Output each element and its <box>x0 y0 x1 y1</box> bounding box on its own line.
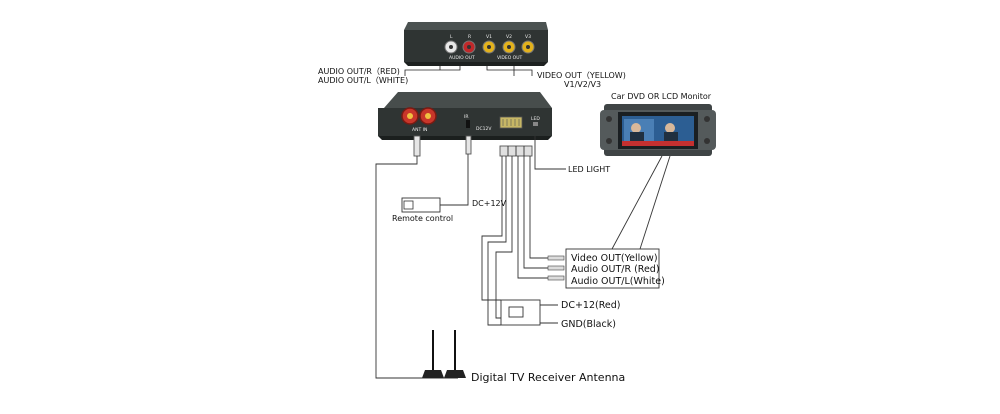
led-light-label: LED LIGHT <box>568 165 610 174</box>
dc12v-label: DC+12V <box>472 199 507 208</box>
led-indicator <box>533 122 538 126</box>
audio-out-red-label: Audio OUT/R (Red) <box>571 264 660 275</box>
tv-receiver-unit: ANT IN IR DC12V LED <box>378 92 552 140</box>
audio-out-group-label: AUDIO OUT <box>449 55 475 61</box>
callout-video-out: VIDEO OUT（YELLOW) <box>537 71 626 80</box>
gnd-black-label: GND(Black) <box>561 319 616 330</box>
ir-port <box>466 120 470 128</box>
ir-label: IR <box>464 114 468 120</box>
video-out-group-label: VIDEO OUT <box>497 55 523 61</box>
ant-in-label: ANT IN <box>412 127 427 133</box>
callout-audio-out-l: AUDIO OUT/L（WHITE) <box>318 76 408 85</box>
antenna-label: Digital TV Receiver Antenna <box>471 371 625 384</box>
car-monitor <box>600 104 716 156</box>
monitor-title: Car DVD OR LCD Monitor <box>611 92 712 101</box>
dc-port-label: DC12V <box>476 126 492 132</box>
remote-control <box>401 197 441 213</box>
video-out-yellow-label: Video OUT(Yellow) <box>571 253 658 264</box>
callout-audio-out-r: AUDIO OUT/R（RED) <box>318 67 400 76</box>
av-output-unit: L R V1 V2 V3 AUDIO OUT VIDEO OUT <box>404 22 548 66</box>
audio-out-white-label: Audio OUT/L(White) <box>571 276 665 287</box>
jack-label-r: R <box>468 34 471 40</box>
antenna-icon <box>422 330 466 378</box>
led-label: LED <box>531 116 540 122</box>
jack-label-v2: V2 <box>506 34 512 40</box>
dc12-red-label: DC+12(Red) <box>561 300 620 311</box>
callout-video-channels: V1/V2/V3 <box>564 80 601 89</box>
remote-control-label: Remote control <box>392 214 453 223</box>
jack-label-l: L <box>450 34 453 40</box>
jack-label-v3: V3 <box>525 34 531 40</box>
jack-label-v1: V1 <box>486 34 492 40</box>
